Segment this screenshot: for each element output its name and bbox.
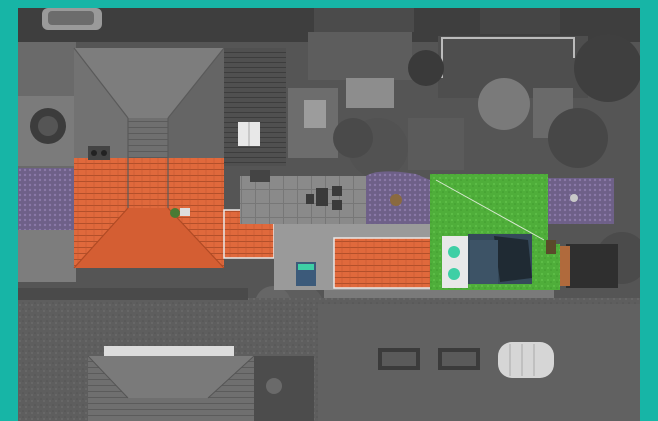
- garage-roof: [334, 238, 432, 288]
- patio-furniture: [306, 186, 342, 210]
- main-house-roof: [73, 47, 225, 269]
- polytunnel: [498, 342, 554, 378]
- neighbour-yard: [438, 36, 588, 98]
- hot-tub-cover: [250, 170, 270, 182]
- rear-extension-roof: [224, 48, 286, 166]
- patio: [240, 176, 366, 224]
- play-area: [442, 236, 468, 288]
- lavender-bed-left: [18, 168, 74, 230]
- trampoline-frame: [441, 37, 575, 78]
- boundary-wall: [324, 290, 554, 298]
- garden-shed: [566, 244, 618, 288]
- lavender-bed-corner: [548, 178, 614, 224]
- chimney: [88, 146, 110, 160]
- aerial-photo: [18, 8, 640, 421]
- neighbour-shed-top: [308, 32, 412, 80]
- roof-moss: [170, 208, 180, 218]
- neighbour-shed-mid: [408, 118, 464, 170]
- lower-house-roof: [87, 346, 255, 421]
